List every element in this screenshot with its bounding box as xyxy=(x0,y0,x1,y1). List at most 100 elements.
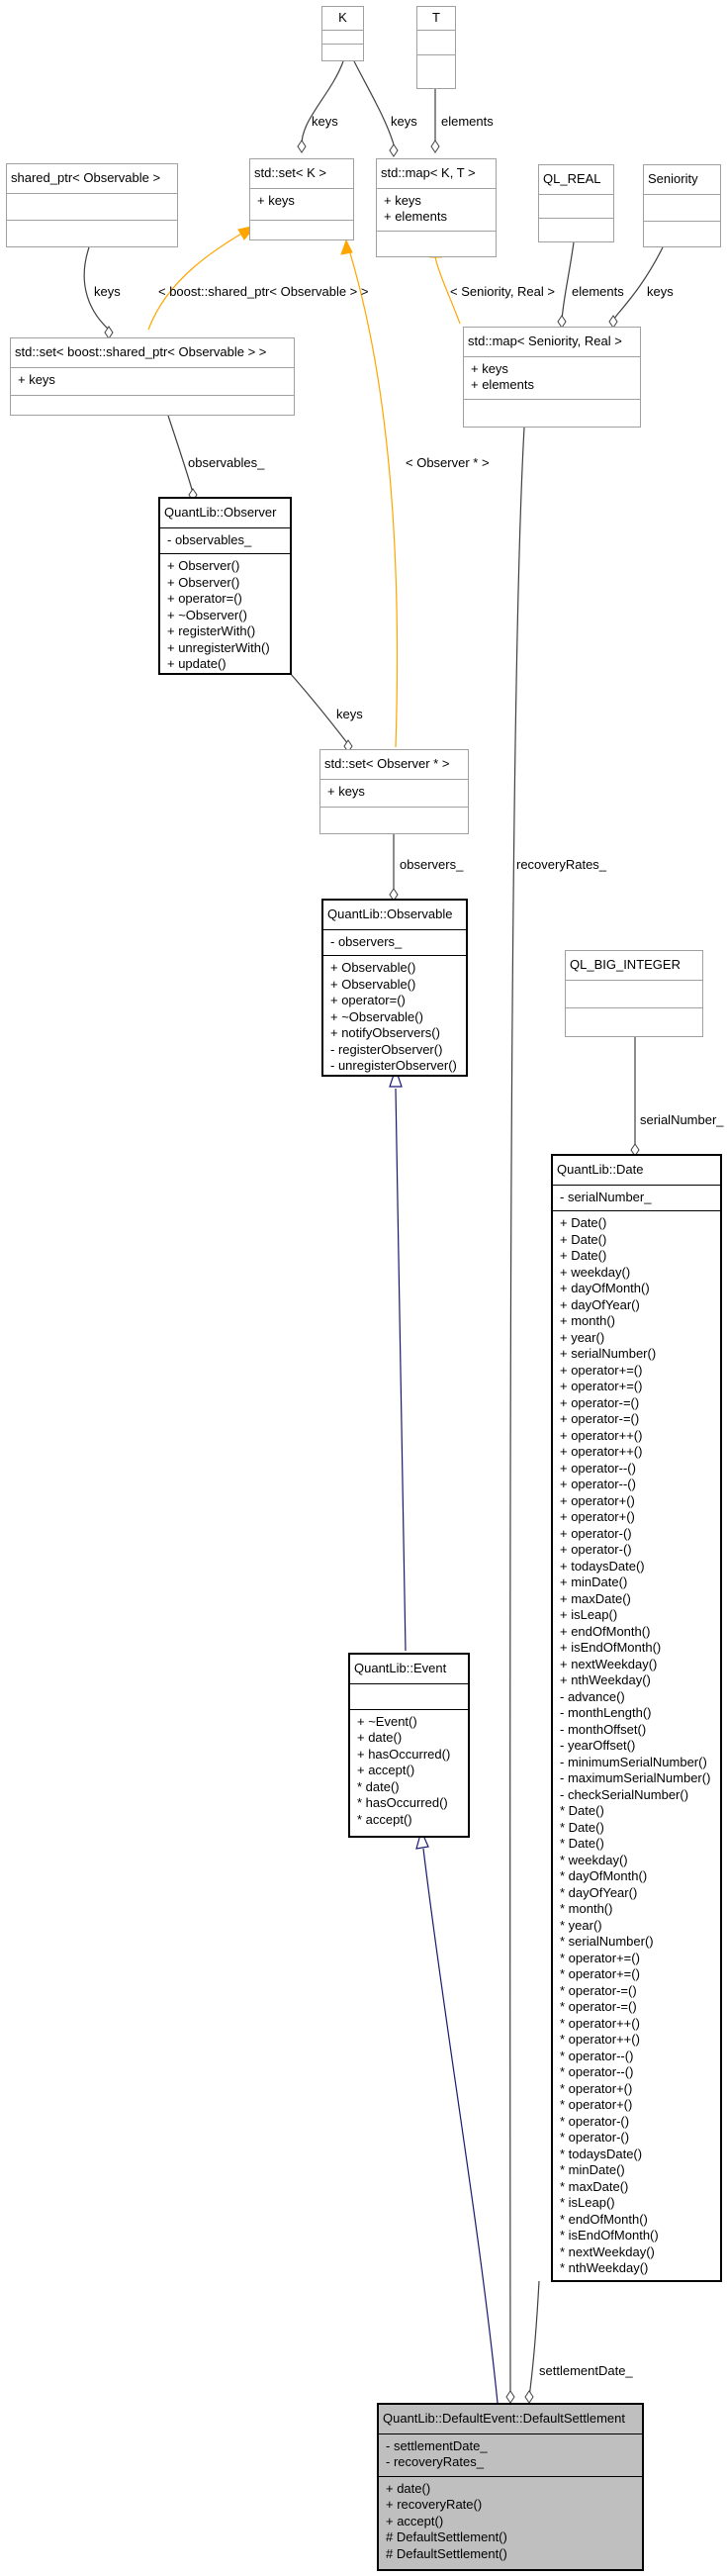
method: * operator-=() xyxy=(560,1999,637,2014)
method: * nextWeekday() xyxy=(560,2243,655,2259)
edge-k-to-set-k xyxy=(301,60,344,145)
attribute: + keys xyxy=(471,360,508,376)
method: + Date() xyxy=(560,1215,607,1230)
edge-recovery-rates xyxy=(509,427,525,2398)
attribute: + keys xyxy=(384,192,421,208)
class-attributes: - observers_ xyxy=(323,928,466,956)
method: + Observer() xyxy=(167,574,240,590)
method: - maximumSerialNumber() xyxy=(560,1770,711,1785)
class-title: QuantLib::Date xyxy=(557,1162,644,1177)
class-default-settlement[interactable]: QuantLib::DefaultEvent::DefaultSettlemen… xyxy=(377,2403,644,2571)
class-methods xyxy=(322,43,363,57)
class-k[interactable]: K xyxy=(321,6,364,61)
edge-observer-keys xyxy=(289,672,349,745)
method: # DefaultSettlement() xyxy=(386,2545,507,2561)
attribute: - observers_ xyxy=(330,933,403,949)
method: + endOfMonth() xyxy=(560,1623,651,1639)
class-attributes xyxy=(7,192,177,220)
class-methods: + date() + recoveryRate() + accept() # D… xyxy=(379,2475,642,2568)
method: + Date() xyxy=(560,1248,607,1263)
attribute: - serialNumber_ xyxy=(560,1189,652,1204)
class-set-observer-ptr[interactable]: std::set< Observer * > + keys xyxy=(319,749,469,834)
method: * dayOfMonth() xyxy=(560,1868,648,1883)
class-shared-ptr-observable[interactable]: shared_ptr< Observable > xyxy=(6,163,178,247)
method: + operator-() xyxy=(560,1542,632,1557)
method: + operator+() xyxy=(560,1509,635,1524)
class-attributes: + keys + elements xyxy=(464,355,640,399)
method: * Date() xyxy=(560,1836,604,1851)
diamond-settlement-left xyxy=(505,2390,515,2404)
method: + date() xyxy=(386,2480,431,2496)
inheritance-arrowhead-observable xyxy=(389,1067,403,1088)
class-methods xyxy=(11,394,294,415)
method: - monthOffset() xyxy=(560,1721,647,1737)
class-ql-big-integer[interactable]: QL_BIG_INTEGER xyxy=(565,950,703,1037)
method: + operator+() xyxy=(560,1492,635,1508)
class-set-shared-ptr[interactable]: std::set< boost::shared_ptr< Observable … xyxy=(10,337,295,416)
class-attributes: - observables_ xyxy=(160,526,290,554)
attribute: + keys xyxy=(257,192,295,208)
method: + isEndOfMonth() xyxy=(560,1640,662,1655)
method: + accept() xyxy=(386,2513,444,2528)
class-methods: + Observer() + Observer() + operator=() … xyxy=(160,553,290,678)
class-t[interactable]: T xyxy=(416,6,456,89)
edge-template-seniority xyxy=(434,256,461,325)
diamond-map-keys xyxy=(389,143,399,157)
class-title: shared_ptr< Observable > xyxy=(11,170,161,185)
method: + operator+=() xyxy=(560,1362,643,1378)
class-title: QuantLib::Observable xyxy=(327,906,453,921)
method: * maxDate() xyxy=(560,2178,629,2194)
method: + operator-=() xyxy=(560,1411,640,1426)
diamond-set-k xyxy=(297,140,307,153)
method: + unregisterWith() xyxy=(167,639,270,655)
edge-label: elements xyxy=(441,114,494,129)
method: + nextWeekday() xyxy=(560,1656,658,1671)
edge-label: keys xyxy=(647,284,674,299)
method: * nthWeekday() xyxy=(560,2260,649,2275)
method: * operator-() xyxy=(560,2113,630,2129)
method: * operator++() xyxy=(560,2015,640,2031)
attribute: - settlementDate_ xyxy=(386,2437,488,2453)
method: + operator=() xyxy=(330,993,406,1007)
method: + maxDate() xyxy=(560,1590,631,1606)
method: + nthWeekday() xyxy=(560,1672,651,1687)
method: + Observer() xyxy=(167,558,240,573)
class-map-k-t[interactable]: std::map< K, T > + keys + elements xyxy=(376,158,497,257)
class-methods xyxy=(7,219,177,246)
method: * minDate() xyxy=(560,2162,625,2177)
method: + year() xyxy=(560,1329,605,1345)
class-title: K xyxy=(338,10,347,25)
class-map-seniority-real[interactable]: std::map< Seniority, Real > + keys + ele… xyxy=(463,327,641,428)
method: + weekday() xyxy=(560,1264,631,1280)
class-seniority[interactable]: Seniority xyxy=(643,164,721,247)
class-attributes: + keys xyxy=(320,778,468,807)
method: - checkSerialNumber() xyxy=(560,1786,689,1802)
method: * operator--() xyxy=(560,2048,634,2063)
method: + operator+=() xyxy=(560,1379,643,1393)
class-methods xyxy=(539,217,613,241)
class-observer[interactable]: QuantLib::Observer - observables_ + Obse… xyxy=(158,497,292,675)
class-attributes: + keys xyxy=(250,187,353,220)
edge-settlement-inherits-event xyxy=(422,1848,499,2404)
class-attributes: + keys xyxy=(11,366,294,395)
method: * todaysDate() xyxy=(560,2146,643,2161)
class-set-k[interactable]: std::set< K > + keys xyxy=(249,158,354,240)
edge-label: observers_ xyxy=(400,857,464,872)
diamond-map-elements xyxy=(430,140,440,153)
edge-label: recoveryRates_ xyxy=(516,857,607,872)
class-ql-real[interactable]: QL_REAL xyxy=(538,164,614,242)
method: + dayOfMonth() xyxy=(560,1281,650,1295)
class-event[interactable]: QuantLib::Event + ~Event() + date() + ha… xyxy=(348,1653,470,1838)
method: + dayOfYear() xyxy=(560,1296,640,1312)
method: + ~Observer() xyxy=(167,607,247,622)
class-observable[interactable]: QuantLib::Observable - observers_ + Obse… xyxy=(321,899,468,1077)
class-title: T xyxy=(432,10,440,25)
class-title: QL_REAL xyxy=(543,171,601,186)
method: - unregisterObserver() xyxy=(330,1058,457,1073)
class-attributes: - settlementDate_ - recoveryRates_ xyxy=(379,2433,642,2476)
method: * date() xyxy=(357,1778,400,1794)
class-title: QuantLib::Event xyxy=(354,1661,447,1675)
method: - monthLength() xyxy=(560,1705,652,1720)
class-date[interactable]: QuantLib::Date - serialNumber_ + Date()+… xyxy=(551,1154,722,2282)
edge-seniority-to-map xyxy=(612,246,664,321)
